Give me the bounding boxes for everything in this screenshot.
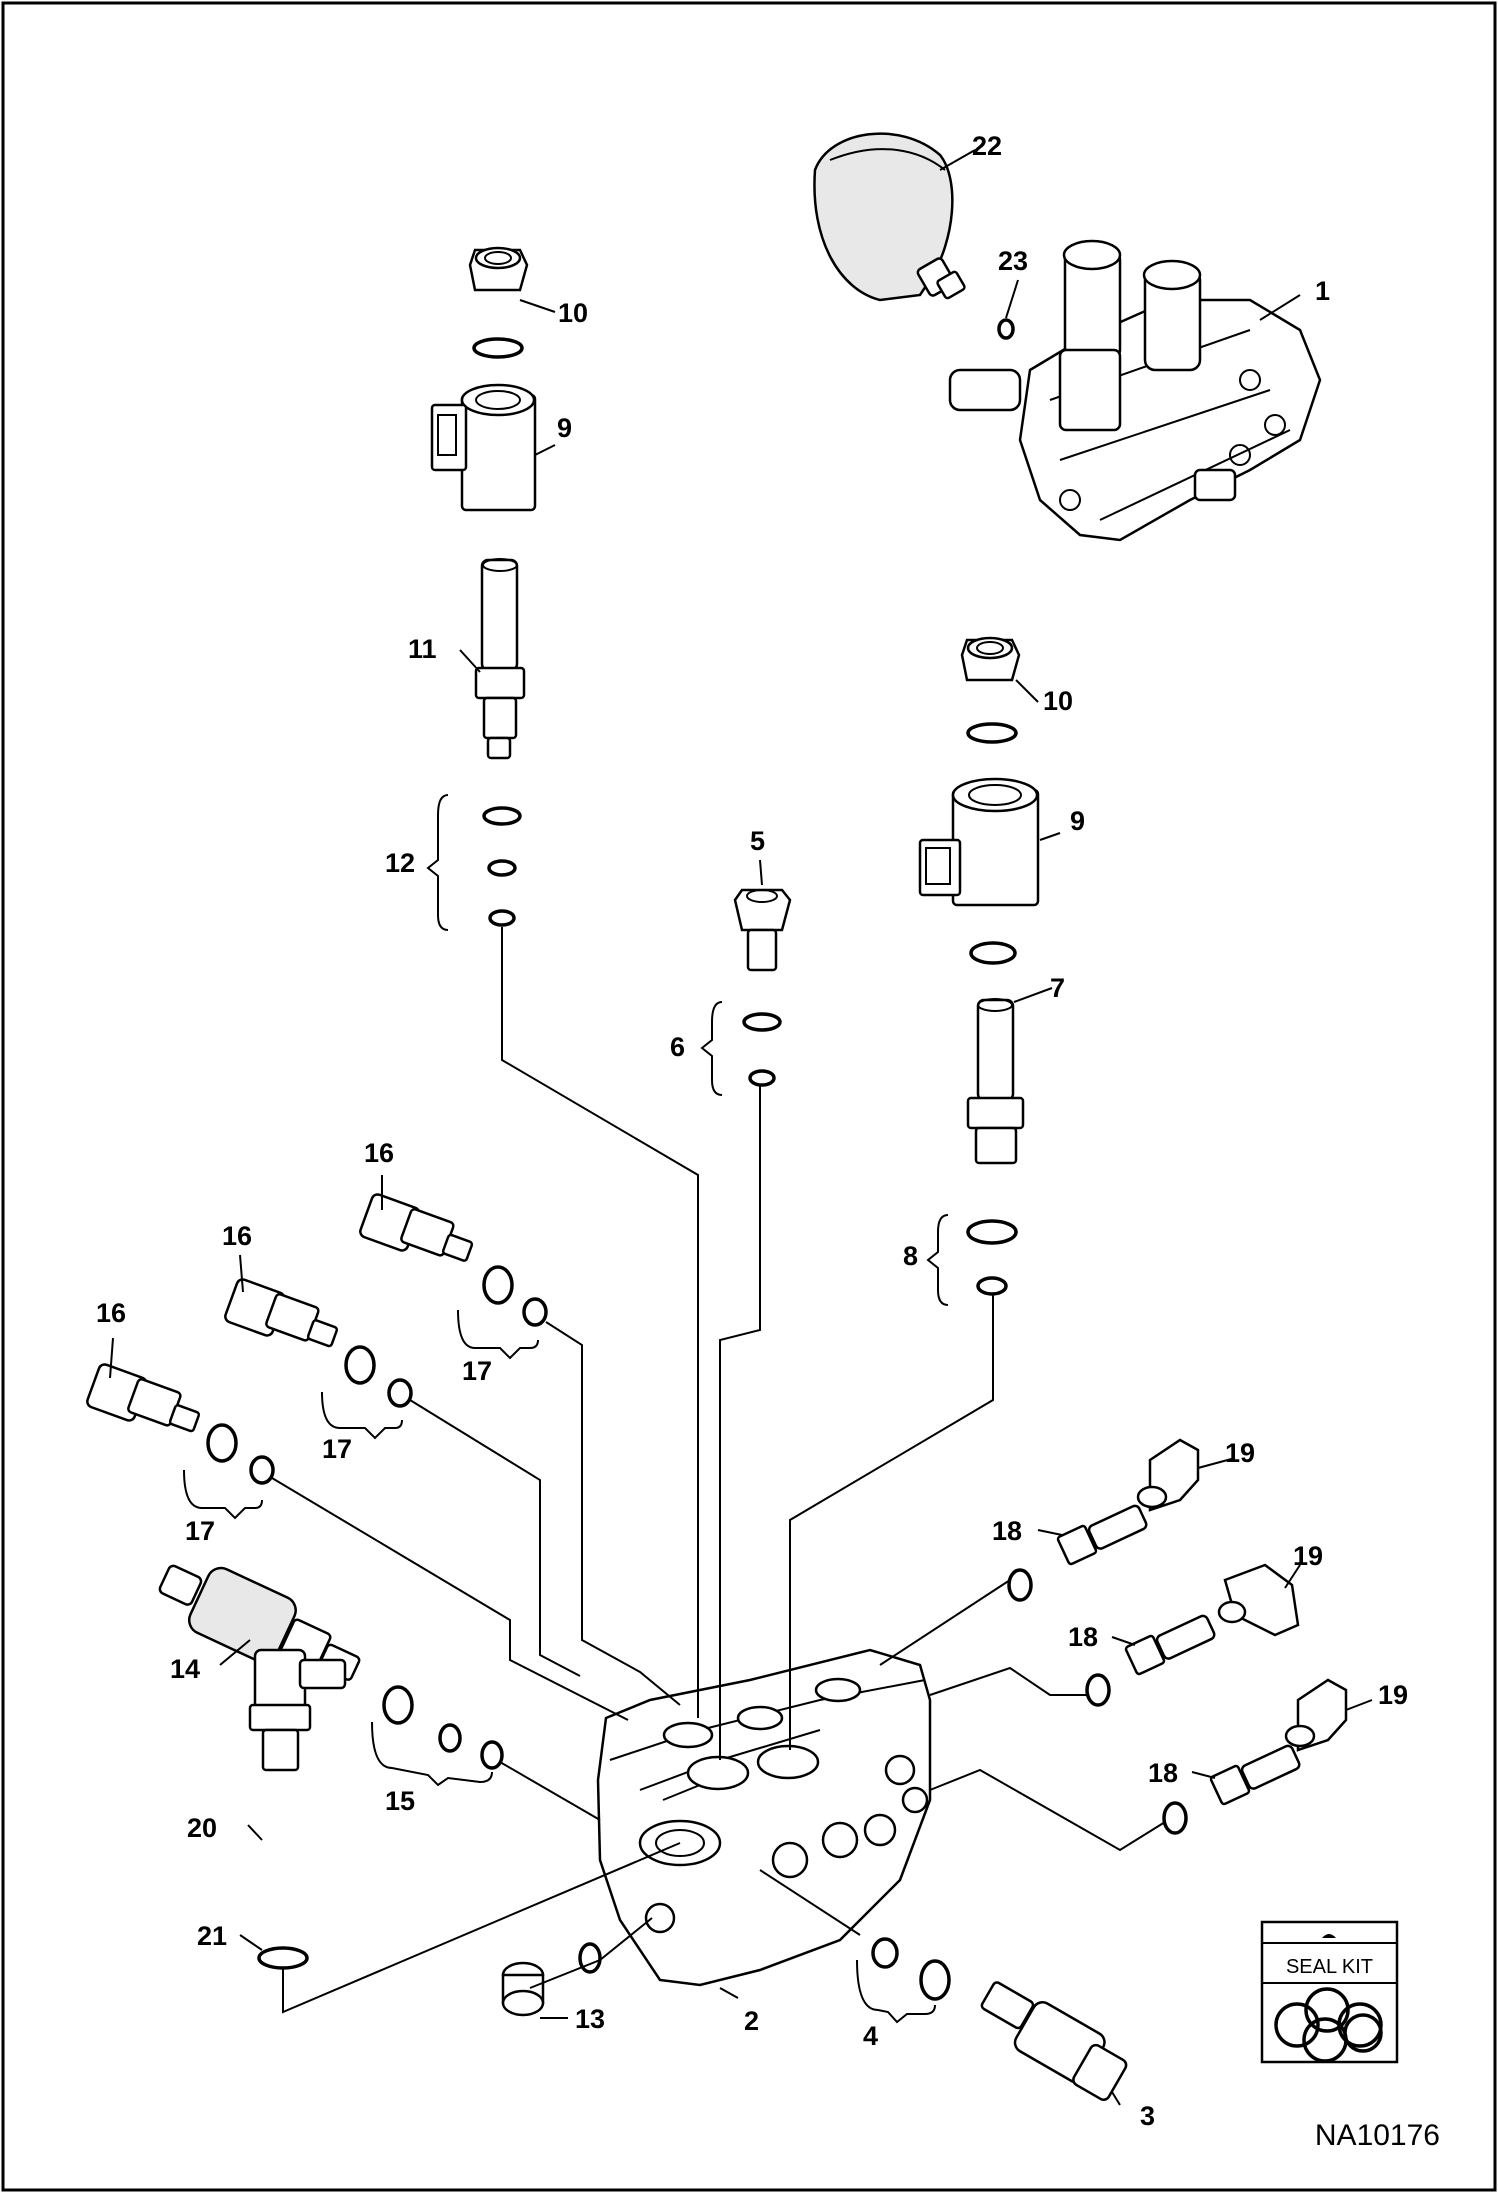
relief-valve-part-5 (733, 888, 792, 972)
callout-16-middle: 16 (222, 1221, 252, 1251)
nut-part-10-left (468, 246, 529, 292)
callout-6: 6 (670, 1032, 685, 1062)
cartridge-part-16-bottom (86, 1363, 201, 1433)
callout-17-top: 17 (462, 1356, 492, 1386)
o-ring-part-13 (578, 1942, 602, 1974)
accumulator-part-22 (813, 132, 966, 302)
coil-part-9-left (430, 383, 537, 512)
bracket-part-17-top (457, 1309, 539, 1360)
coupler-part-18-top (1056, 1504, 1148, 1566)
ring-part-15c (480, 1740, 504, 1770)
bracket-part-8 (926, 1214, 949, 1306)
callout-9-left: 9 (557, 413, 572, 443)
callout-5: 5 (750, 826, 765, 856)
valve-body-part-2 (596, 1648, 932, 1987)
callout-16-bottom: 16 (96, 1298, 126, 1328)
callout-4: 4 (863, 2021, 878, 2051)
callout-1: 1 (1315, 276, 1330, 306)
o-ring-part-17-bottom-a (206, 1423, 238, 1463)
ring-part-6b (748, 1069, 776, 1087)
callout-19-middle: 19 (1293, 1541, 1323, 1571)
callout-3: 3 (1140, 2101, 1155, 2131)
ring-part-17-bottom-b (249, 1455, 275, 1485)
cartridge-part-3 (980, 1981, 1128, 2101)
callout-10-left: 10 (558, 298, 588, 328)
dust-cap-part-19-bottom (1284, 1678, 1348, 1752)
callout-labels: 1 2 3 4 5 6 7 8 9 9 10 10 11 12 13 14 15… (96, 131, 1408, 2131)
o-ring-part-12a (482, 806, 522, 826)
o-ring-part-6a (742, 1012, 782, 1032)
seal-kit-label: SEAL KIT (1286, 1956, 1373, 1978)
ring-part-4a (871, 1937, 899, 1969)
plug-part-13 (501, 1961, 545, 2017)
o-ring-part-17-middle-a (344, 1345, 376, 1385)
bracket-part-12 (426, 794, 449, 931)
coupler-part-18-bottom (1209, 1744, 1301, 1806)
o-ring-part-18-middle (1085, 1673, 1111, 1707)
o-ring-part-7 (969, 941, 1017, 965)
cartridge-part-16-middle (224, 1278, 339, 1348)
callout-20: 20 (187, 1813, 217, 1843)
bracket-part-4 (856, 1959, 936, 2024)
cartridge-valve-part-7 (966, 998, 1025, 1165)
callout-16-top: 16 (364, 1138, 394, 1168)
callout-leader-ticks (109, 149, 1373, 2106)
callout-11: 11 (408, 634, 437, 664)
ring-part-12b (487, 859, 517, 877)
cartridge-part-16-top (359, 1193, 474, 1262)
ring-part-17-middle-b (387, 1378, 413, 1408)
callout-10-right: 10 (1043, 686, 1073, 716)
o-ring-part-8a (966, 1219, 1018, 1245)
o-ring-part-21 (257, 1946, 309, 1970)
assembled-valve-part-1 (948, 239, 1322, 542)
nut-part-10-right (960, 636, 1021, 682)
callout-17-bottom: 17 (185, 1516, 215, 1546)
coupler-part-18-middle (1124, 1614, 1216, 1676)
bracket-part-6 (700, 1001, 723, 1096)
bracket-part-17-middle (321, 1391, 403, 1440)
cartridge-valve-part-11 (474, 558, 526, 760)
callout-19-bottom: 19 (1378, 1680, 1408, 1710)
callout-18-bottom: 18 (1148, 1758, 1178, 1788)
seal-kit-icon: SEAL KIT (1260, 1920, 1399, 2064)
bracket-part-15 (371, 1721, 493, 1787)
dust-cap-part-19-top (1136, 1438, 1200, 1512)
callout-23: 23 (998, 246, 1028, 276)
o-ring-part-15a (382, 1685, 414, 1725)
o-ring-part-23 (997, 318, 1015, 340)
ring-part-17-top-b (522, 1297, 548, 1327)
callout-13: 13 (575, 2004, 605, 2034)
bracket-part-17-bottom (183, 1469, 263, 1520)
o-ring-part-4b (919, 1959, 951, 2001)
o-ring-part-17-top-a (482, 1265, 514, 1305)
o-ring-part-18-bottom (1162, 1801, 1188, 1835)
o-ring-part-10-left (472, 337, 524, 359)
callout-2: 2 (744, 2006, 759, 2036)
callout-21: 21 (197, 1921, 227, 1951)
o-ring-part-10-right (966, 722, 1018, 744)
callout-18-top: 18 (992, 1516, 1022, 1546)
callout-22: 22 (972, 131, 1002, 161)
elbow-fitting-part-20 (248, 1648, 347, 1772)
ring-part-8b (976, 1276, 1008, 1296)
drawing-id: NA10176 (1315, 2119, 1440, 2152)
callout-9-right: 9 (1070, 806, 1085, 836)
callout-17-middle: 17 (322, 1434, 352, 1464)
callout-8: 8 (903, 1241, 918, 1271)
dust-cap-part-19-middle (1217, 1563, 1300, 1637)
o-ring-part-18-top (1007, 1568, 1033, 1602)
coil-part-9-right (918, 777, 1040, 907)
ring-part-12c (488, 909, 516, 927)
assembly-leader-lines (271, 927, 1166, 2014)
callout-15: 15 (385, 1786, 415, 1816)
callout-18-middle: 18 (1068, 1622, 1098, 1652)
callout-7: 7 (1050, 973, 1065, 1003)
ring-part-15b (438, 1723, 462, 1753)
callout-12: 12 (385, 848, 415, 878)
callout-19-top: 19 (1225, 1438, 1255, 1468)
callout-14: 14 (170, 1654, 200, 1684)
